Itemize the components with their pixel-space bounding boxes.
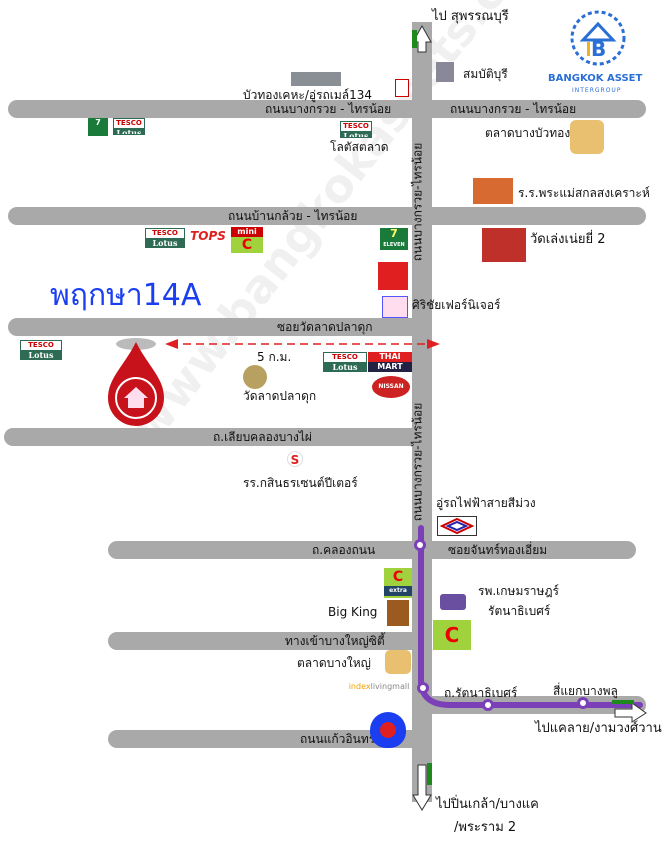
road-banklui-sainoi <box>8 207 646 225</box>
direction-south-2: /พระราม 2 <box>454 820 517 835</box>
road-label: ถ.คลองถนน <box>312 543 376 557</box>
station-khlong-thanon <box>414 539 426 551</box>
ptt-logo <box>370 712 406 748</box>
station-rattanathibet <box>482 699 494 711</box>
nissan-logo: NISSAN <box>372 376 410 398</box>
road-label: ถนนบ้านกล้วย - ไทรน้อย <box>228 209 358 223</box>
temple-icon <box>243 365 267 389</box>
hospital-icon <box>440 594 466 610</box>
station-label-bangphlu: สี่แยกบางพลู <box>553 684 618 698</box>
north-arrow-icon <box>412 24 432 53</box>
direction-east: ไปแคลาย/งามวงศ์วาน <box>535 721 662 736</box>
direction-north: ไป สุพรรณบุรี <box>432 9 509 24</box>
direction-south: ไปปิ่นเกล้า/บางแค <box>436 797 539 812</box>
road-soi-wat-ladpladuk <box>8 318 428 336</box>
south-arrow-icon <box>412 764 432 811</box>
brand-emblem-icon: B <box>570 10 626 66</box>
place-kasintorn-st-peter: รร.กสินธรเซนต์ปีเตอร์ <box>243 476 358 490</box>
sombatburi-icon <box>436 62 454 82</box>
road-label: ถนนบางกรวย - ไทรน้อย <box>265 102 392 116</box>
station-label-rattanathibet: ถ.รัตนาธิเบศร์ <box>444 686 518 700</box>
road-label: ทางเข้าบางใหญ่ซิตี้ <box>285 634 385 648</box>
road-bangyai-city <box>108 632 426 650</box>
school-icon <box>473 178 513 204</box>
road-label: ซอยจันทร์ทองเอี่ยม <box>448 543 548 557</box>
project-location-pin <box>104 336 168 426</box>
distance-arrow-left-head <box>165 339 178 349</box>
big-king-building-icon <box>387 600 409 626</box>
station-bangphlu <box>577 697 589 709</box>
market-icon <box>385 650 411 674</box>
road-main-vertical <box>412 22 432 802</box>
place-purple-line-depot: อู่รถไฟฟ้าสายสีม่วง <box>436 496 536 510</box>
mrt-logo <box>437 516 477 536</box>
east-arrow-icon <box>614 702 647 723</box>
road-label: ซอยวัดลาดปลาดุก <box>277 320 373 334</box>
place-sombatburi: สมบัติบุรี <box>463 67 508 81</box>
brand-logo: B <box>565 8 631 68</box>
bigc-logo: C <box>433 620 471 650</box>
place-buathong-bus-depot: บัวทองเคหะ/อู่รถเมล์134 <box>243 88 373 102</box>
place-lotus-talat: โลตัสตลาด <box>330 140 389 154</box>
place-kasemrad-rattanathibet: รัตนาธิเบศร์ <box>488 604 551 618</box>
house-icon <box>124 387 148 408</box>
road-bangkruai-sainoi <box>8 100 646 118</box>
index-livingmall-logo: indexlivingmall <box>348 682 410 691</box>
isuzu-logo <box>378 262 408 290</box>
brand-sub: INTERGROUP <box>572 87 622 94</box>
place-wat-leng-noei-yi: วัดเล่งเน่ยยี่ 2 <box>530 232 606 247</box>
distance-arrow-right-head <box>427 339 440 349</box>
road-liab-khlong-bangphai <box>4 428 428 446</box>
south-arrow-green <box>427 763 432 785</box>
place-school-phramae: ร.ร.พระแม่สกลสงเคราะห์ <box>518 186 650 200</box>
project-title: พฤกษา14A <box>50 278 202 313</box>
road-khlong-thanon <box>108 541 636 559</box>
road-label: ถ.เลียบคลองบางไผ่ <box>213 430 312 444</box>
east-arrow-green <box>612 700 634 704</box>
school-s-icon: S <box>287 451 303 467</box>
road-label: ถนนบางกรวย - ไทรน้อย <box>450 102 577 116</box>
station-bangyai <box>417 682 429 694</box>
seven-eleven-logo: 7 <box>88 118 108 136</box>
place-sirichai-furniture: ศิริชัยเฟอร์นิเจอร์ <box>412 298 501 312</box>
place-big-king: Big King <box>328 605 378 619</box>
tops-logo: TOPS <box>190 229 226 243</box>
market-icon <box>570 120 604 154</box>
place-bangbuathong-market: ตลาดบางบัวทอง <box>485 126 571 140</box>
temple-photo <box>482 228 526 262</box>
brand-name: BANGKOK ASSET <box>548 73 643 84</box>
place-kasemrad-hospital: รพ.เกษมราษฎร์ <box>478 584 559 598</box>
distance-label: 5 ก.ม. <box>257 350 292 364</box>
place-bangyai-market: ตลาดบางใหญ่ <box>297 656 371 670</box>
sirichai-furniture-icon <box>382 296 408 318</box>
housing-icon <box>395 79 409 97</box>
road-label: ถนนแก้วอินทร์ <box>300 732 376 746</box>
place-wat-ladpladuk: วัดลาดปลาดุก <box>243 389 317 403</box>
north-arrow-green <box>412 30 417 48</box>
purple-line-path <box>418 525 643 708</box>
svg-text:B: B <box>591 37 606 61</box>
road-kaeo-in <box>108 730 426 748</box>
bus-depot-photo <box>291 72 341 86</box>
